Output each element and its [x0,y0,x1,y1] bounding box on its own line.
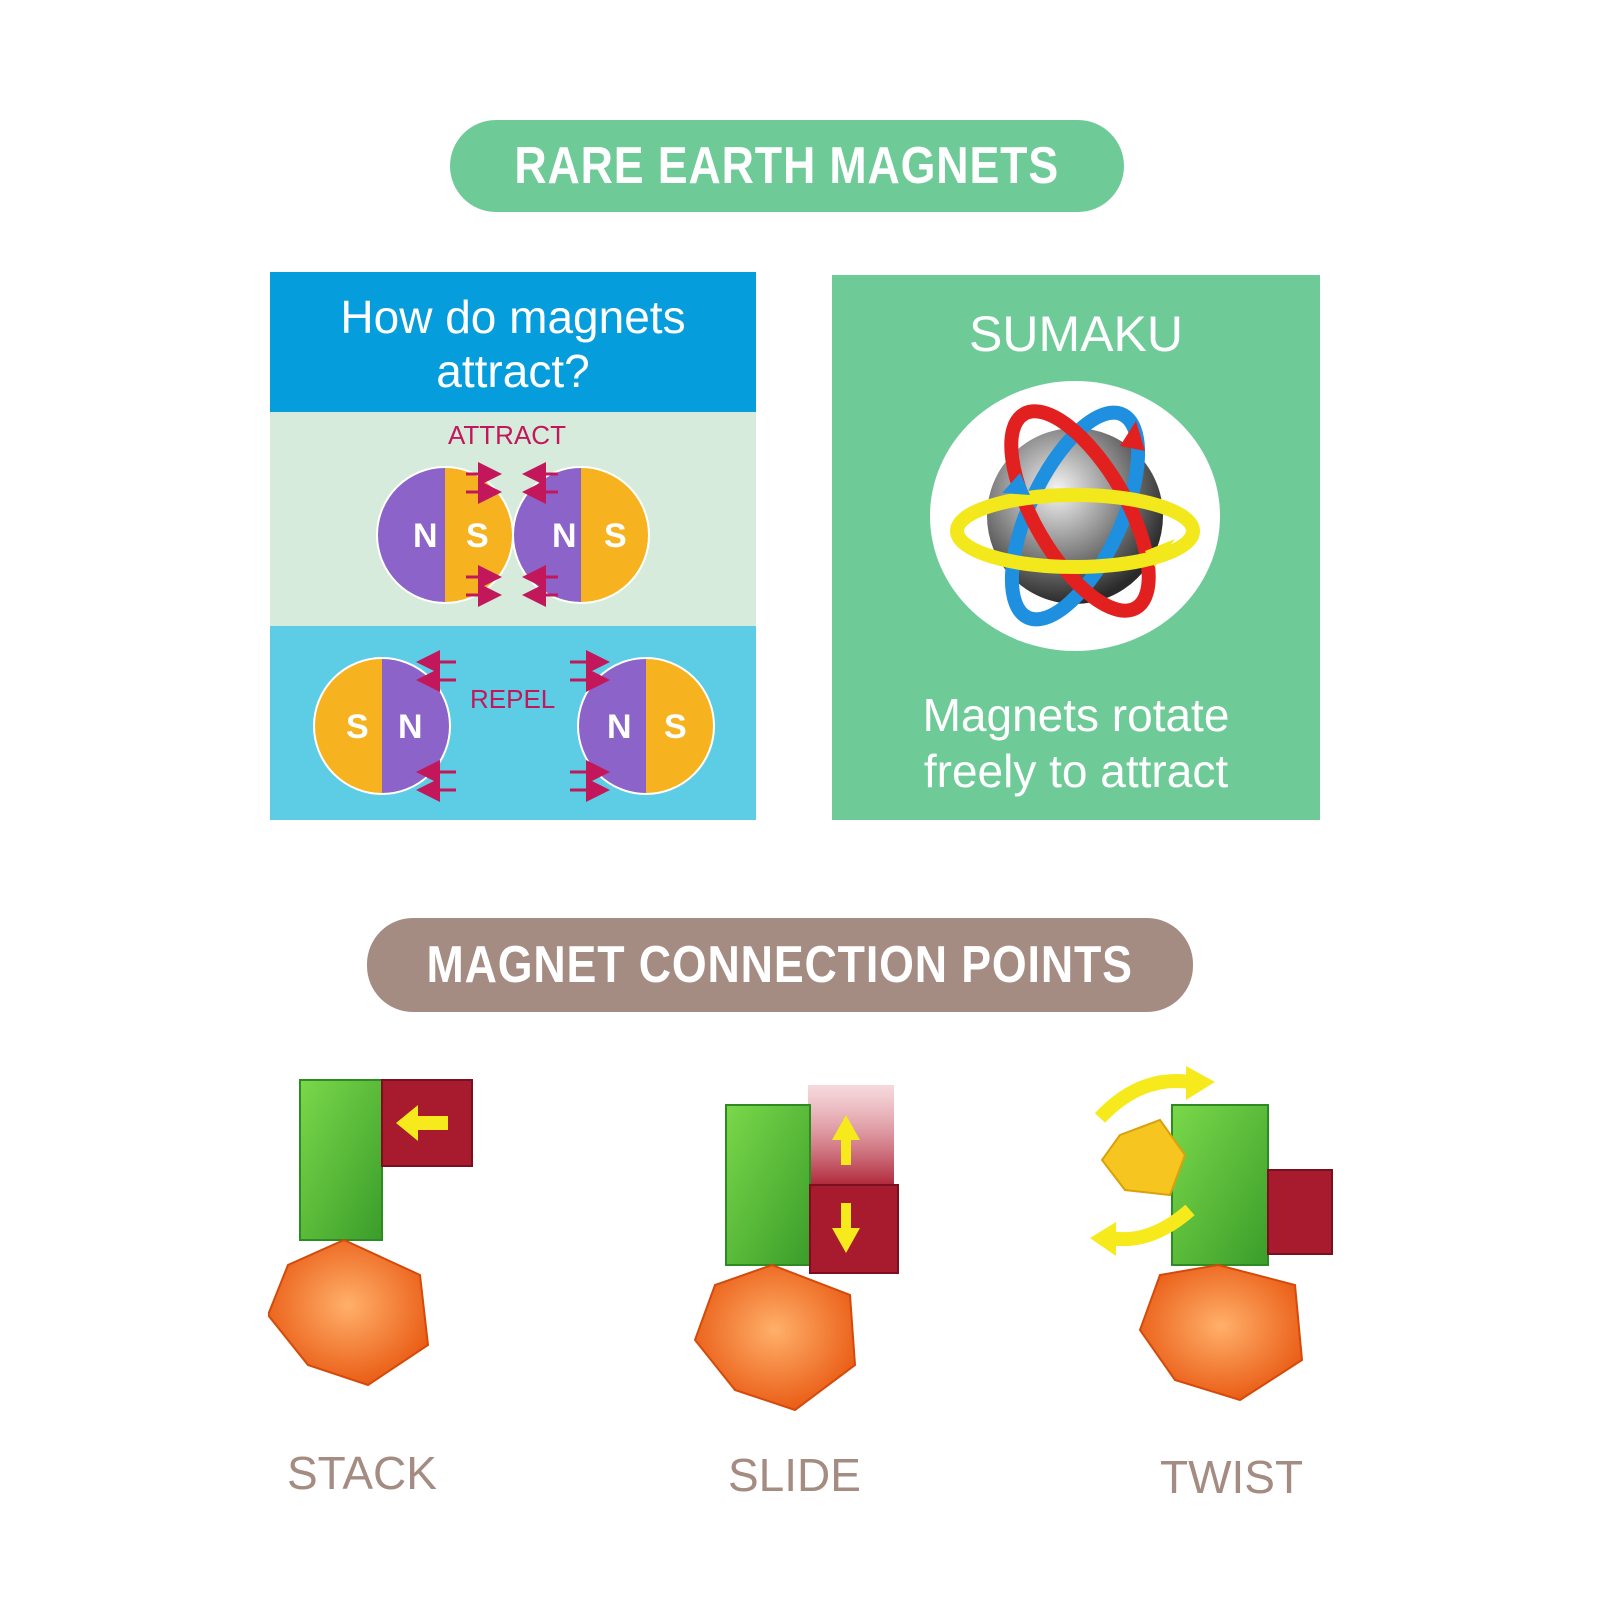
green-block [1171,1104,1269,1266]
magnets-question-line2: attract? [436,345,590,397]
yellow-pentagon-block [1100,1118,1187,1197]
arrow-up-icon [832,1115,860,1165]
connection-points-title: MAGNET CONNECTION POINTS [426,936,1134,994]
pole-s-label: S [346,708,369,746]
sumaku-caption: Magnets rotate freely to attract [832,687,1320,799]
magnets-question-line1: How do magnets [340,291,686,343]
pole-s-label: S [664,708,687,746]
attract-label: ATTRACT [448,420,566,450]
rare-earth-magnets-banner: RARE EARTH MAGNETS [450,120,1124,212]
twist-label: TWIST [1160,1451,1304,1503]
twist-illustration [1090,1066,1333,1402]
attract-arrows [466,462,558,607]
sumaku-caption-line1: Magnets rotate [922,689,1230,741]
pole-n-label: N [607,708,632,746]
sumaku-title: SUMAKU [969,306,1183,362]
stack-illustration [268,1079,473,1387]
sumaku-panel: SUMAKU Magnets rotate freely to attrac [832,275,1320,820]
orange-hexagon-block [268,1238,430,1387]
rotating-sphere-icon [950,404,1200,627]
magnet-connection-points-banner: MAGNET CONNECTION POINTS [367,918,1193,1012]
arrow-left-icon [396,1105,448,1141]
twist-arrow-bottom-icon [1108,1204,1195,1247]
slide-label: SLIDE [728,1449,861,1501]
rare-earth-magnets-title: RARE EARTH MAGNETS [514,137,1060,195]
attract-diagram: N S N S [376,462,650,607]
arrow-down-icon [832,1203,860,1253]
slide-illustration [693,1085,899,1412]
green-block [725,1104,811,1266]
repel-diagram: S N N S [313,650,715,802]
stack-label: STACK [287,1447,437,1499]
pole-n-label: N [398,708,423,746]
red-block [1267,1169,1333,1255]
rotating-magnet-illustration [930,381,1220,651]
magnets-attract-panel: How do magnets attract? N [270,272,756,820]
green-block [299,1079,383,1241]
pole-s-label: S [466,517,489,555]
orange-hexagon-block [1138,1263,1304,1402]
sumaku-caption-line2: freely to attract [923,745,1229,797]
attract-magnet-left [377,467,513,603]
repel-arrows [416,650,610,802]
pole-n-label: N [552,517,577,555]
twist-arrow-top-icon [1094,1074,1191,1123]
repel-section: S N N S REPEL [270,626,756,820]
pole-s-label: S [604,517,627,555]
attract-magnet-right [513,467,649,603]
magnets-panel-header: How do magnets attract? [270,272,756,412]
repel-label: REPEL [470,684,556,714]
attract-section: N S N S ATTRACT [270,412,756,626]
pole-n-label: N [413,517,438,555]
orange-hexagon-block [693,1263,857,1412]
